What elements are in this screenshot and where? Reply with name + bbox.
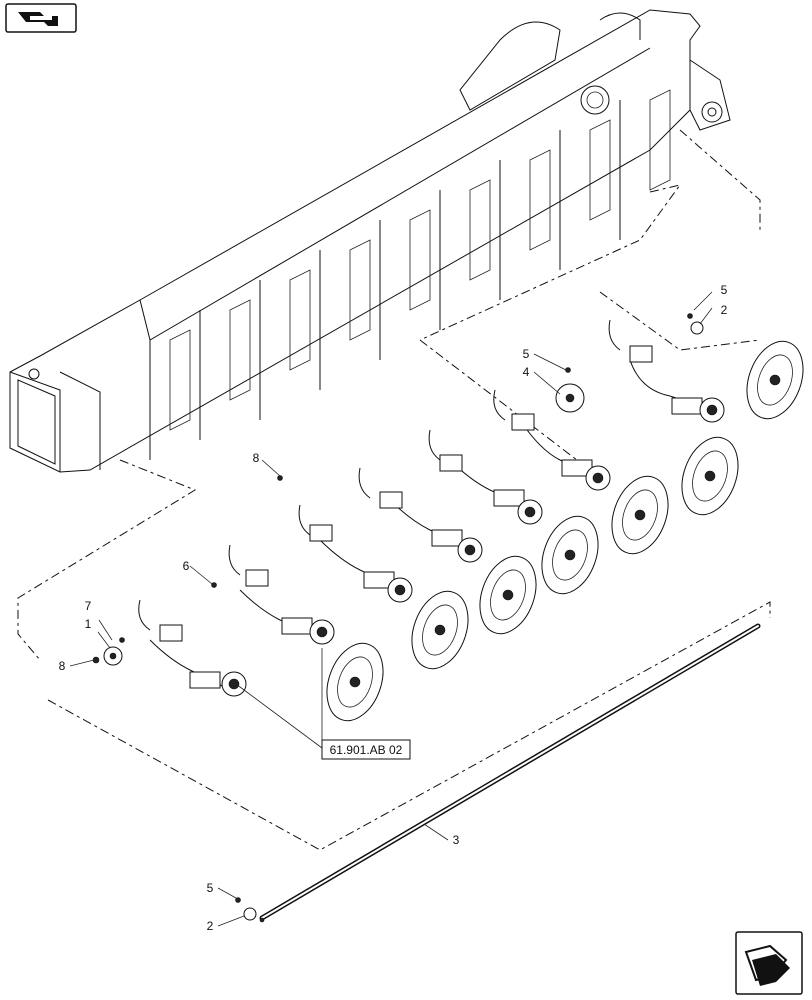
seed-discs bbox=[326, 340, 804, 722]
reference-box[interactable]: 61.901.AB 02 bbox=[321, 739, 411, 760]
row-unit-assemblies bbox=[138, 319, 725, 697]
callout-labels: 1 2 2 3 4 5 5 5 6 7 8 8 bbox=[59, 283, 728, 933]
callout-8: 8 bbox=[253, 451, 260, 465]
callout-7: 7 bbox=[85, 599, 92, 613]
callout-6: 6 bbox=[183, 559, 190, 573]
drive-shaft bbox=[259, 623, 761, 921]
navigate-next-icon[interactable] bbox=[735, 931, 803, 995]
navigate-back-icon[interactable] bbox=[5, 3, 77, 33]
callout-2: 2 bbox=[207, 919, 214, 933]
callout-2: 2 bbox=[721, 303, 728, 317]
callout-3: 3 bbox=[453, 833, 460, 847]
frame-beam bbox=[9, 9, 731, 473]
callout-leaders bbox=[69, 291, 713, 927]
callout-4: 4 bbox=[523, 365, 530, 379]
callout-5: 5 bbox=[721, 283, 728, 297]
callout-5: 5 bbox=[523, 347, 530, 361]
callout-1: 1 bbox=[85, 617, 92, 631]
hardware-parts bbox=[92, 313, 704, 923]
reference-label: 61.901.AB 02 bbox=[330, 743, 403, 757]
callout-8: 8 bbox=[59, 659, 66, 673]
callout-5: 5 bbox=[207, 881, 214, 895]
